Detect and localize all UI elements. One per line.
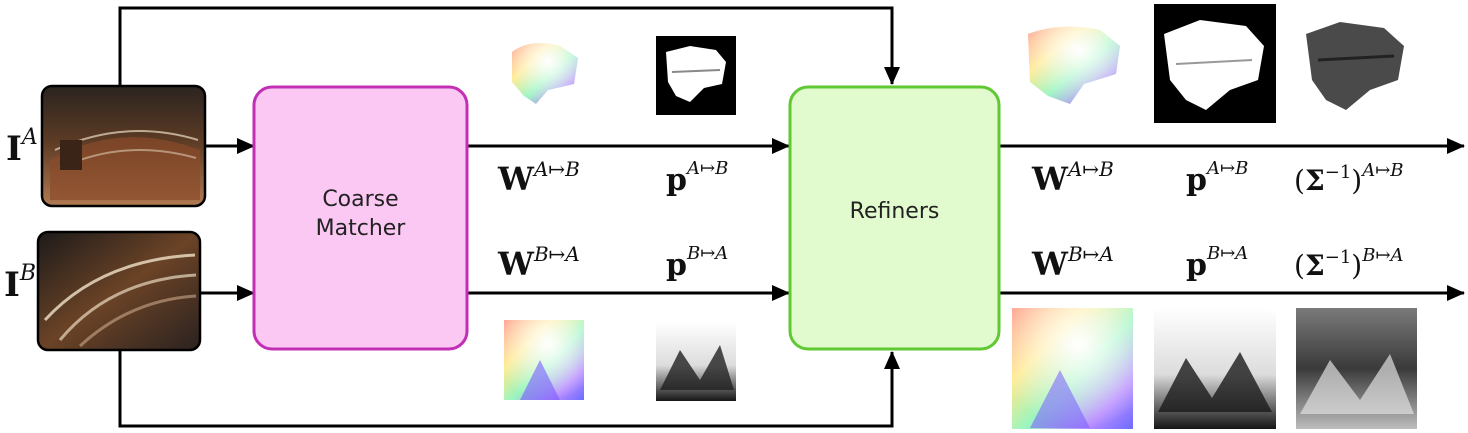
coarse-certainty-thumb-ba [656,322,736,401]
coarse-certainty-thumb-ab [656,36,736,115]
refined-precision-thumb-ba [1296,308,1417,429]
refined-certainty-label-ba: pB↦A [1186,243,1248,283]
refined-warp-label-ab: WA↦B [1031,157,1114,198]
refined-precision-label-ba: (Σ−1)B↦A [1294,245,1404,282]
refined-precision-label-ab: (Σ−1)A↦B [1294,160,1404,197]
coarse-warp-thumb-ab [512,43,578,104]
coarse-matcher-label-line2: Matcher [316,216,407,241]
refined-certainty-label-ab: pA↦B [1186,158,1248,198]
refiners-block: Refiners [788,85,1001,351]
bypass-wire-bottom [118,350,900,428]
coarse-certainty-label-ba: pB↦A [666,243,728,283]
refined-warp-thumb-ab [1028,26,1120,104]
refined-certainty-thumb-ab [1154,4,1276,123]
coarse-warp-label-ba: WB↦A [497,242,580,283]
input-image-b [36,230,202,352]
coarse-matcher-block: Coarse Matcher [252,85,469,351]
coarse-warp-thumb-ba [504,320,584,400]
bypass-wire-top [118,6,900,86]
coarse-certainty-label-ab: pA↦B [666,158,728,198]
refiners-label: Refiners [850,199,940,224]
coarse-matcher-label-line1: Coarse [322,187,398,212]
refined-warp-label-ba: WB↦A [1031,242,1114,283]
image-a-label: IA [6,125,38,169]
image-b-label: IB [4,261,36,305]
coarse-warp-label-ab: WA↦B [497,157,580,198]
refined-precision-thumb-ab [1296,8,1416,126]
refined-certainty-thumb-ba [1154,308,1276,429]
refined-warp-thumb-ba [1012,308,1133,429]
input-image-a [40,84,207,208]
